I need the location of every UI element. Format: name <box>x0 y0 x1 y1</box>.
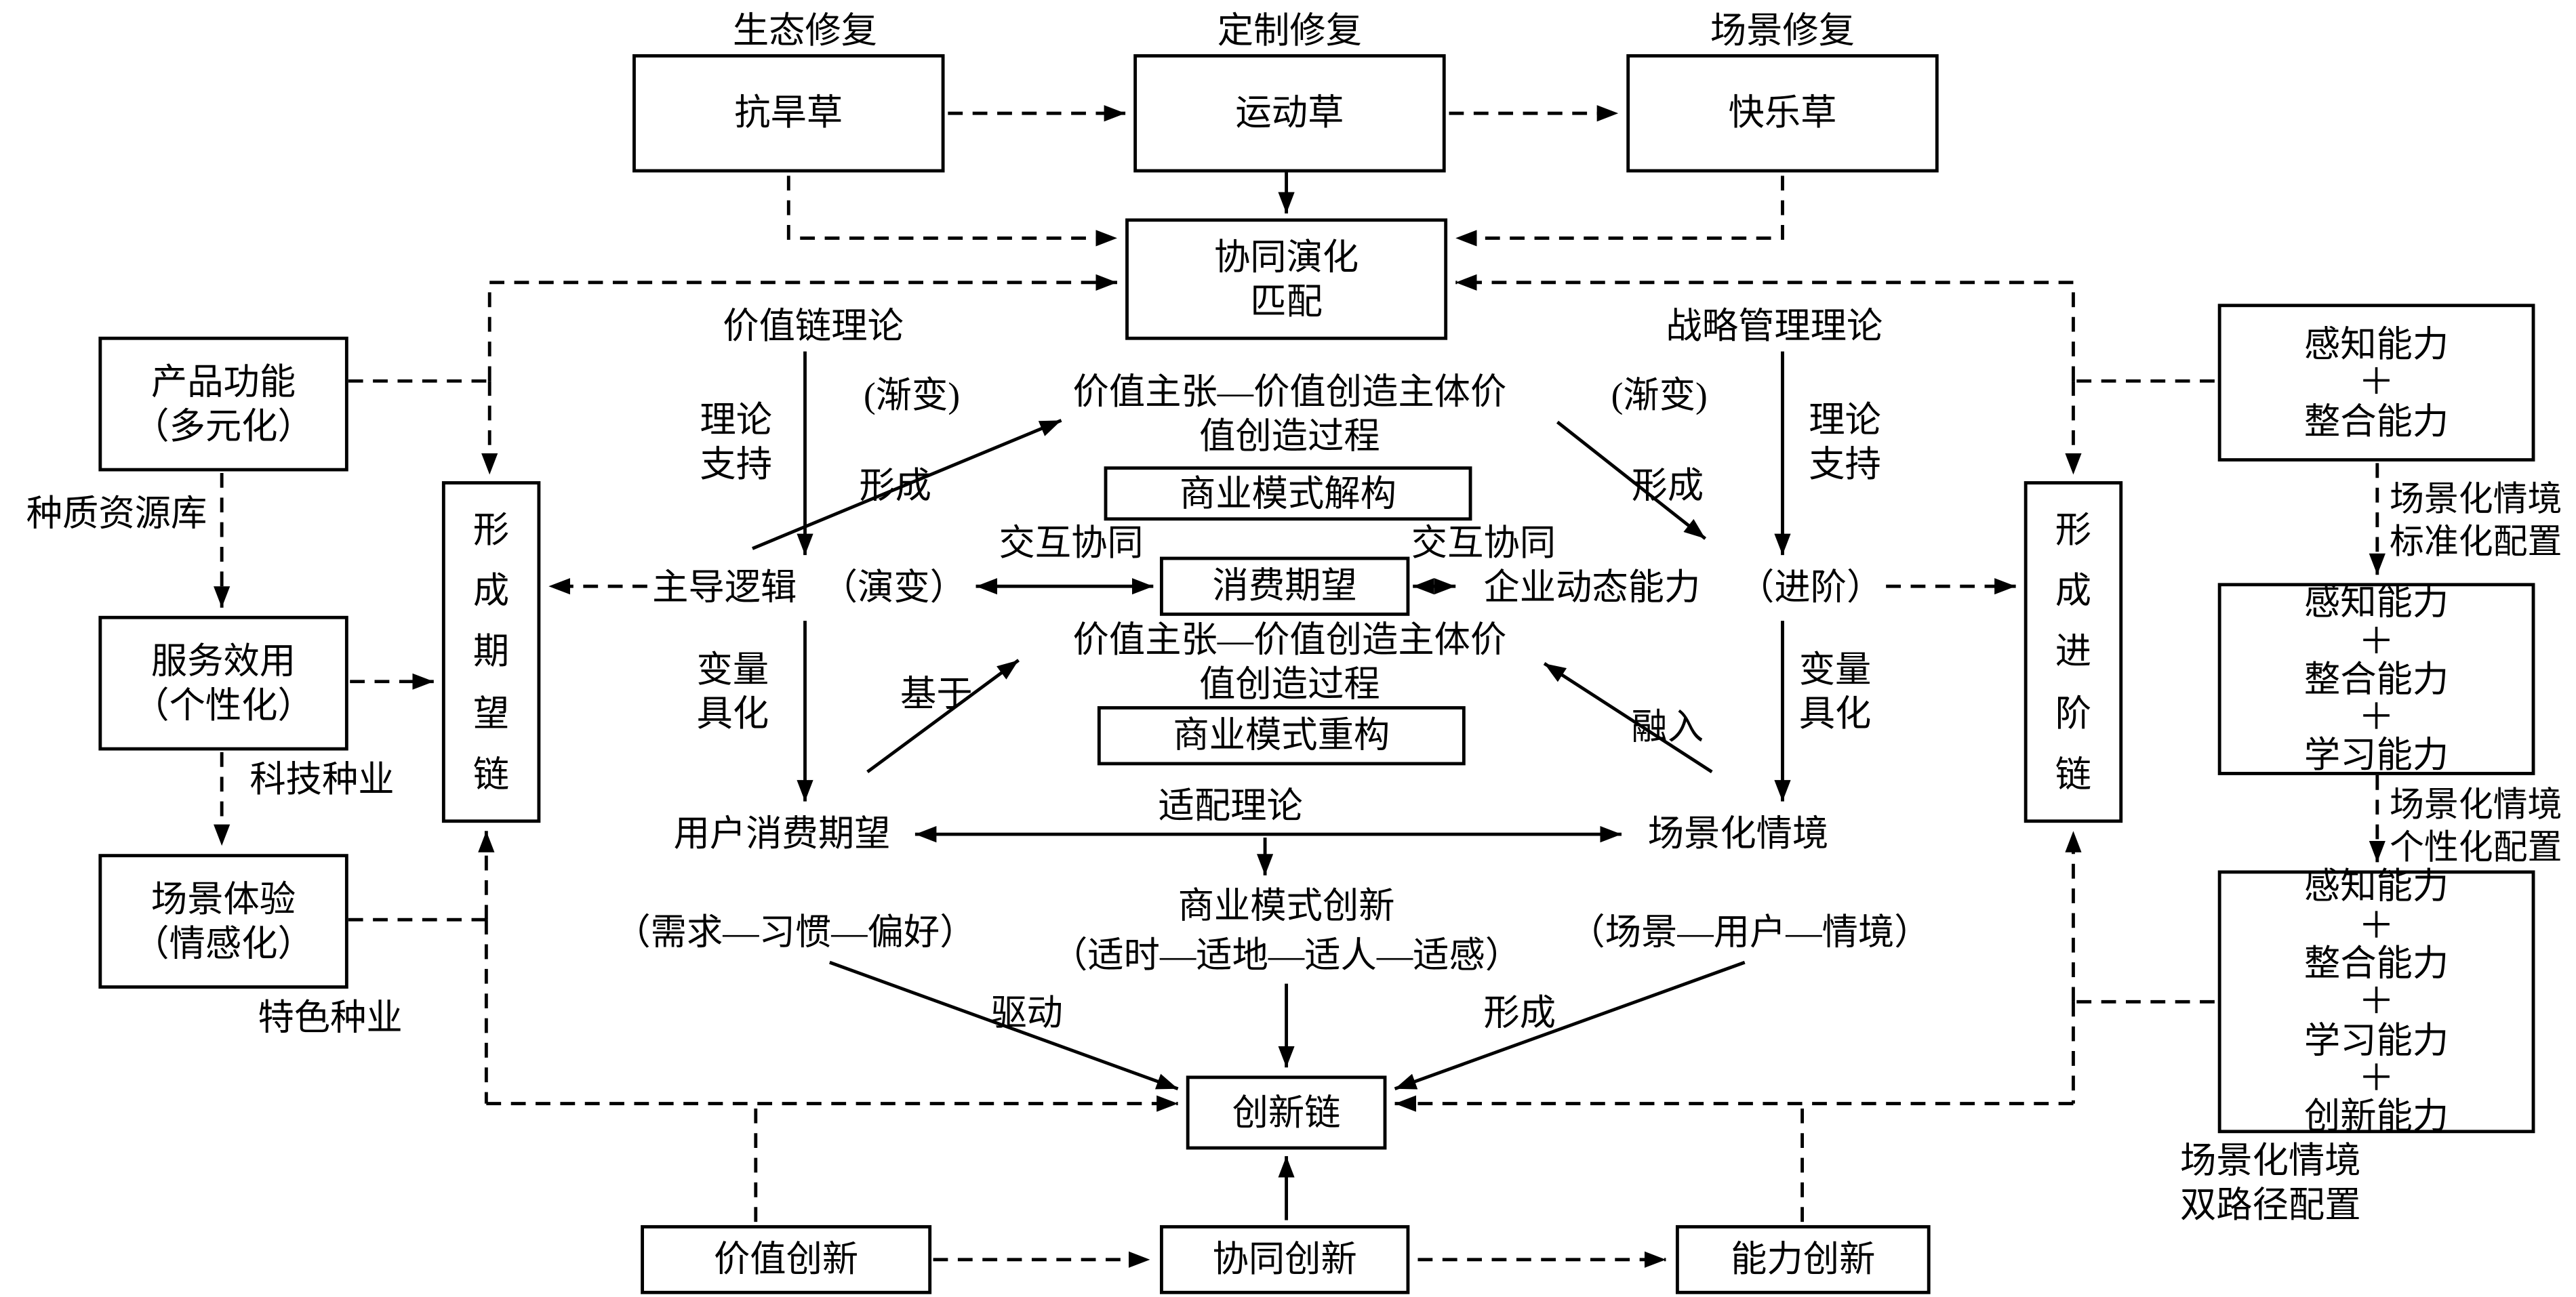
label-variable-right: 变量 具化 <box>1798 648 1872 735</box>
label-evolution: （演变） <box>821 566 967 608</box>
label-custom-repair: 定制修复 <box>1217 10 1363 52</box>
label-dominant-logic: 主导逻辑 <box>652 566 797 608</box>
label-interact-left: 交互协同 <box>999 522 1144 564</box>
label-bmi-sub: （适时—适地—适人—适感） <box>1051 934 1522 975</box>
capability-innovation-box: 能力创新 <box>1675 1224 1931 1294</box>
label-theory-support-left: 理论 支持 <box>700 398 773 485</box>
product-function-box: 产品功能 （多元化） <box>98 336 348 472</box>
label-bmi: 商业模式创新 <box>1178 884 1395 926</box>
progression-chain-box: 形 成 进 阶 链 <box>2024 481 2123 823</box>
perceive-integrate-box: 感知能力 ＋ 整合能力 <box>2217 304 2535 462</box>
scene-experience-box: 场景体验 （情感化） <box>98 854 348 989</box>
service-utility-box: 服务效用 （个性化） <box>98 615 348 751</box>
label-form-bottom: 形成 <box>1483 992 1556 1033</box>
label-germplasm-bank: 种质资源库 <box>26 493 207 535</box>
label-demand-habit: （需求—习惯—偏好） <box>614 911 976 953</box>
label-value-prop-bottom: 价值主张—价值创造主体价 值创造过程 <box>1072 618 1507 705</box>
innovation-chain-box: 创新链 <box>1186 1075 1387 1150</box>
label-scenario-context: 场景化情境 <box>1647 812 1829 854</box>
label-user-expectation: 用户消费期望 <box>673 812 891 854</box>
value-innovation-box: 价值创新 <box>641 1224 932 1294</box>
label-gradual-left: (渐变) <box>863 375 961 416</box>
bm-deconstruction-box: 商业模式解构 <box>1104 466 1472 521</box>
expectation-chain-box: 形 成 期 望 链 <box>441 481 541 823</box>
label-scene-repair: 场景修复 <box>1710 10 1855 52</box>
label-standard-config: 场景化情境 标准化配置 <box>2389 479 2562 562</box>
label-progression: （进阶） <box>1738 566 1883 608</box>
label-form-left: 形成 <box>859 465 932 507</box>
sport-grass-box: 运动草 <box>1133 54 1446 173</box>
label-special-seed: 特色种业 <box>258 997 403 1039</box>
label-integrate: 融入 <box>1631 706 1704 748</box>
label-theory-support-right: 理论 支持 <box>1809 398 1881 485</box>
label-form-right: 形成 <box>1631 465 1704 507</box>
drought-grass-box: 抗旱草 <box>632 54 945 173</box>
label-gradual-right: (渐变) <box>1611 375 1708 416</box>
coevolution-match-box: 协同演化 匹配 <box>1125 218 1448 340</box>
label-scene-user: （场景—用户—情境） <box>1569 911 1931 953</box>
collab-innovation-box: 协同创新 <box>1159 1224 1410 1294</box>
label-value-chain-theory: 价值链理论 <box>723 306 904 347</box>
label-based-on: 基于 <box>900 674 973 715</box>
label-adaptation-theory: 适配理论 <box>1158 785 1303 827</box>
label-value-prop-top: 价值主张—价值创造主体价 值创造过程 <box>1072 370 1507 457</box>
happy-grass-box: 快乐草 <box>1626 54 1939 173</box>
label-dynamic-capability: 企业动态能力 <box>1483 566 1701 608</box>
bm-reconstruction-box: 商业模式重构 <box>1097 706 1466 766</box>
perceive-integrate-learn-innovate-box: 感知能力 ＋ 整合能力 ＋ 学习能力 ＋ 创新能力 <box>2217 867 2535 1136</box>
label-drive: 驱动 <box>990 992 1064 1033</box>
label-interact-right: 交互协同 <box>1411 522 1556 564</box>
perceive-integrate-learn-box: 感知能力 ＋ 整合能力 ＋ 学习能力 <box>2217 583 2535 775</box>
label-personal-config: 场景化情境 个性化配置 <box>2389 784 2562 867</box>
consumer-expectation-box: 消费期望 <box>1159 556 1410 616</box>
label-dual-config: 场景化情境 双路径配置 <box>2179 1138 2361 1225</box>
label-variable-left: 变量 具化 <box>696 648 769 735</box>
label-tech-seed: 科技种业 <box>249 759 395 800</box>
label-eco-repair: 生态修复 <box>732 10 878 52</box>
label-strategy-theory: 战略管理理论 <box>1666 306 1883 347</box>
